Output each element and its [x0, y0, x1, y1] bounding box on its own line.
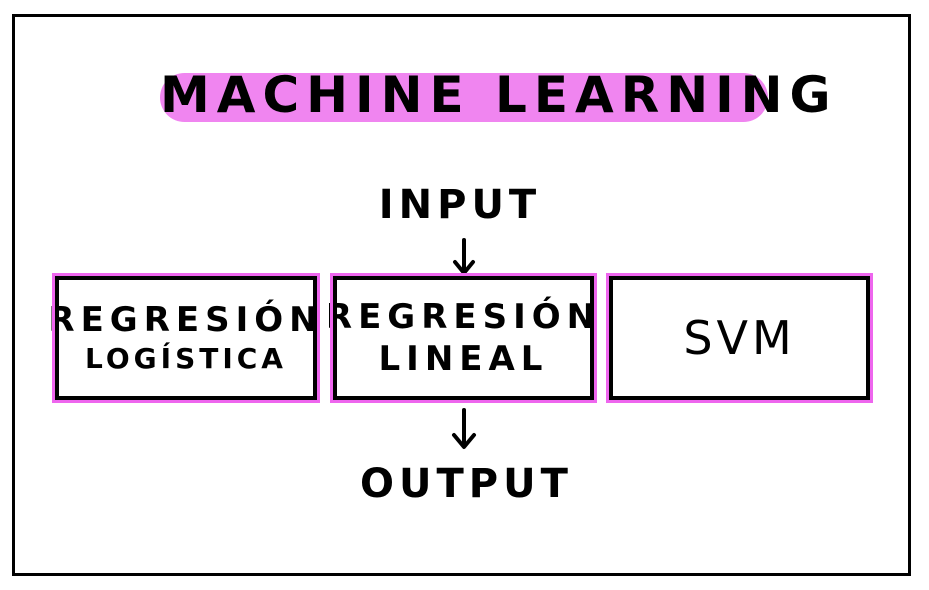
output-label: OUTPUT	[360, 461, 573, 507]
box-line-2: LINEAL	[378, 339, 549, 379]
box-svm: SVM	[606, 273, 873, 403]
diagram-frame	[12, 14, 911, 576]
box-line-2: LOGÍSTICA	[85, 342, 287, 375]
input-label: INPUT	[378, 182, 542, 228]
title-highlight	[160, 73, 768, 122]
arrow-down-icon	[452, 408, 476, 449]
arrow-down-icon	[453, 238, 475, 275]
box-line-1: REGRESIÓN	[48, 300, 324, 340]
box-line-1: REGRESIÓN	[325, 297, 602, 337]
box-line-1: SVM	[683, 311, 796, 365]
diagram-title: MACHINE LEARNING	[160, 66, 838, 124]
box-regresion-logistica: REGRESIÓN LOGÍSTICA	[48, 273, 320, 403]
box-regresion-lineal: REGRESIÓN LINEAL	[326, 273, 597, 403]
